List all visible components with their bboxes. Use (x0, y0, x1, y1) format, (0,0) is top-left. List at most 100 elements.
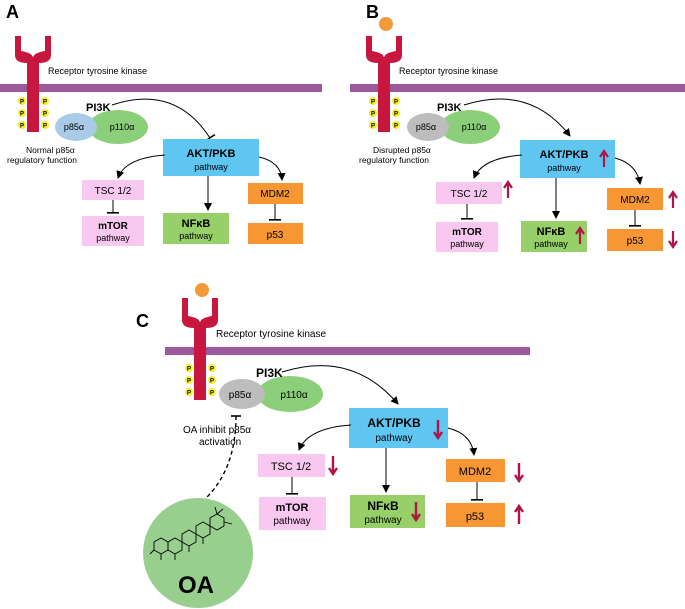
akt-up-arrow (599, 149, 609, 167)
nfkb-title: NFκB (182, 218, 211, 230)
phospho-sites: P P P P P P (369, 97, 400, 130)
pi3k-label: PI3K (437, 102, 462, 114)
receptor-label: Receptor tyrosine kinase (216, 329, 326, 340)
ligand (195, 283, 209, 297)
pi3k-to-akt-arrow (281, 365, 399, 405)
p110-subunit (440, 110, 500, 144)
p110-label: p110α (110, 122, 135, 132)
mdm2-label: MDM2 (620, 195, 650, 206)
ligand (379, 17, 393, 31)
mtor-box (259, 497, 326, 530)
nfkb-sub: pathway (364, 515, 401, 526)
cell-membrane (350, 84, 685, 92)
note-line1: Normal p85α (26, 145, 75, 155)
receptor-tyrosine-kinase (15, 36, 51, 132)
mdm2-box (248, 183, 303, 204)
akt-title: AKT/PKB (367, 416, 421, 430)
note-line2: regulatory function (359, 155, 429, 165)
nfkb-title: NFκB (537, 226, 566, 238)
svg-text:P: P (43, 124, 47, 130)
pi3k-to-akt-arrow (111, 98, 216, 142)
akt-to-mdm2-arrow (614, 157, 643, 185)
p53-box (446, 503, 505, 527)
akt-sub: pathway (194, 162, 228, 172)
p53-box (607, 229, 663, 251)
p110-subunit (88, 110, 148, 144)
akt-title: AKT/PKB (187, 148, 236, 160)
mtor-sub: pathway (273, 516, 310, 527)
svg-text:P: P (187, 379, 191, 385)
receptor-label: Receptor tyrosine kinase (399, 66, 498, 76)
panel-a: A P P P P P P Receptor tyrosine kinase p… (0, 2, 322, 246)
akt-to-mdm2-arrow (447, 427, 478, 456)
akt-box (349, 408, 448, 448)
akt-to-tsc-arrow (297, 424, 352, 451)
p85-subunit (407, 113, 449, 141)
svg-text:P: P (20, 100, 24, 106)
akt-to-mdm2-arrow (258, 156, 286, 181)
svg-text:P: P (394, 112, 398, 118)
svg-text:P: P (187, 391, 191, 397)
nfkb-box (521, 221, 587, 252)
note-line2: regulatory function (7, 155, 77, 165)
mdm2-down-arrow (514, 463, 524, 484)
mtor-box (436, 222, 498, 252)
pi3k-to-akt-arrow (463, 98, 571, 137)
panel-letter-c: C (136, 311, 149, 331)
nfkb-box (163, 213, 229, 244)
svg-text:P: P (394, 100, 398, 106)
akt-box (163, 139, 259, 176)
p85-subunit (219, 379, 265, 409)
p85-subunit (55, 113, 97, 141)
p85-label: p85α (416, 122, 436, 132)
akt-to-tsc-arrow (472, 154, 523, 179)
akt-down-arrow (433, 420, 443, 441)
svg-text:P: P (43, 112, 47, 118)
svg-text:P: P (371, 112, 375, 118)
akt-box (520, 140, 615, 178)
p53-up-arrow (514, 503, 524, 524)
p53-box (248, 223, 303, 244)
receptor-tyrosine-kinase (182, 298, 218, 400)
svg-text:P: P (210, 367, 214, 373)
mtor-sub: pathway (96, 233, 130, 243)
receptor-label: Receptor tyrosine kinase (48, 66, 147, 76)
tsc-down-arrow (328, 456, 338, 477)
mtor-box (82, 216, 144, 246)
receptor-tyrosine-kinase (366, 36, 402, 132)
p53-down-arrow (668, 231, 678, 249)
oa-molecule (143, 498, 253, 608)
cell-membrane (165, 347, 530, 355)
cell-membrane (0, 84, 322, 92)
nfkb-up-arrow (575, 226, 585, 244)
note-line1: Disrupted p85α (373, 145, 431, 155)
nfkb-sub: pathway (534, 239, 568, 249)
svg-text:P: P (20, 124, 24, 130)
mdm2-box (446, 459, 505, 482)
note-line1: OA inhibit p85α (183, 425, 251, 436)
tsc-up-arrow (503, 180, 513, 198)
pi3k-label: PI3K (256, 366, 283, 380)
p110-label: p110α (462, 122, 487, 132)
akt-sub: pathway (375, 433, 412, 444)
mdm2-up-arrow (668, 190, 678, 208)
tsc-label: TSC 1/2 (271, 461, 311, 473)
nfkb-title: NFκB (367, 499, 399, 513)
nfkb-down-arrow (411, 502, 421, 523)
p85-label: p85α (229, 390, 252, 401)
oa-label: OA (178, 572, 214, 599)
mtor-title: mTOR (452, 227, 483, 238)
svg-text:P: P (187, 367, 191, 373)
svg-text:P: P (20, 112, 24, 118)
panel-c: C P P P P P P Receptor tyrosine kinase p… (136, 283, 530, 608)
p53-label: p53 (627, 236, 644, 247)
phospho-sites: P P P P P P (185, 364, 216, 397)
panel-letter-a: A (6, 2, 19, 22)
p53-label: p53 (267, 230, 284, 241)
panel-letter-b: B (366, 2, 379, 22)
mtor-title: mTOR (98, 221, 129, 232)
mtor-title: mTOR (276, 502, 309, 514)
panel-b: B P P P P P P Receptor tyrosine kinase p… (350, 2, 685, 252)
phospho-sites: P P P P P P (18, 97, 49, 130)
p53-label: p53 (466, 511, 484, 523)
